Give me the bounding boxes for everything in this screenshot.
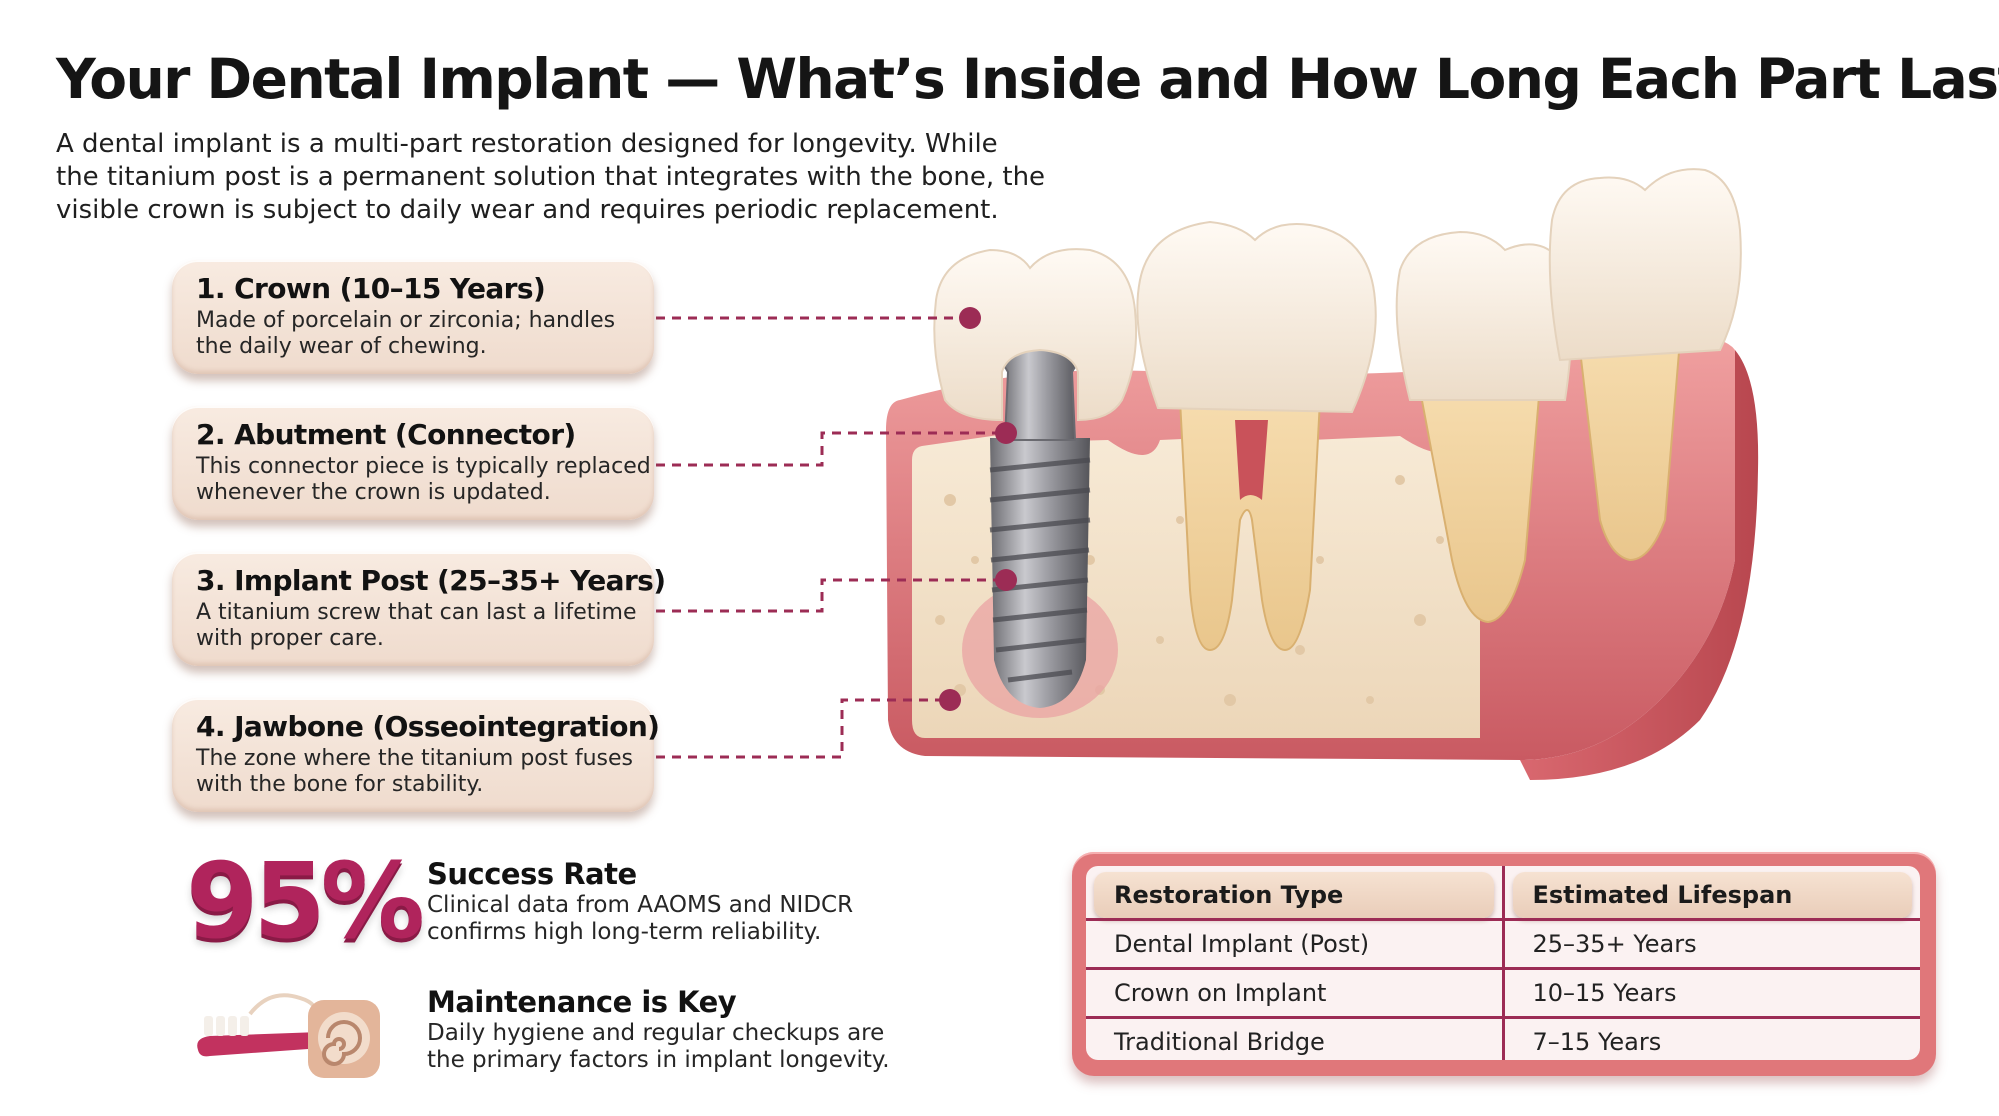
leader-lines — [656, 316, 1006, 759]
jawbone-marker-dot — [939, 689, 961, 711]
success-rate-line: Clinical data from AAOMS and NIDCR — [427, 892, 854, 918]
lifespan-table-frame: Restoration Type Estimated Lifespan Dent… — [1072, 852, 1936, 1076]
success-rate-description: Clinical data from AAOMS and NIDCR confi… — [427, 892, 947, 946]
intro-line: the titanium post is a permanent solutio… — [56, 162, 1046, 192]
natural-tooth-pulp — [1235, 420, 1268, 500]
abutment-marker-dot — [995, 422, 1017, 444]
table-header-row: Restoration Type Estimated Lifespan — [1086, 866, 1920, 920]
table-cell: Dental Implant (Post) — [1086, 918, 1503, 969]
part-description-line: Made of porcelain or zirconia; handles — [196, 308, 616, 333]
part-description-line: the daily wear of chewing. — [196, 334, 487, 359]
success-rate-block: Success Rate Clinical data from AAOMS an… — [427, 856, 947, 946]
success-rate-title: Success Rate — [427, 857, 637, 891]
natural-tooth-root — [1418, 383, 1542, 624]
intro-line: visible crown is subject to daily wear a… — [56, 195, 999, 225]
post-marker-dot — [995, 569, 1017, 591]
table-cell: 7–15 Years — [1501, 1016, 1920, 1060]
jaw-illustration — [886, 168, 1759, 780]
part-description-line: whenever the crown is updated. — [196, 480, 551, 505]
natural-tooth-crown — [1395, 230, 1573, 401]
lifespan-table: Restoration Type Estimated Lifespan Dent… — [1086, 866, 1920, 1060]
part-description: This connector piece is typically replac… — [196, 454, 651, 506]
maintenance-block: Maintenance is Key Daily hygiene and reg… — [427, 984, 947, 1074]
part-card-abutment: 2. Abutment (Connector) This connector p… — [172, 406, 654, 520]
table-cell: Traditional Bridge — [1086, 1016, 1503, 1060]
leader-dots — [939, 307, 1017, 711]
natural-tooth-crown — [1136, 220, 1377, 414]
leader-line-post — [656, 578, 1006, 613]
part-description: The zone where the titanium post fuses w… — [196, 746, 634, 798]
leader-line-abutment — [656, 431, 1006, 467]
table-header: Estimated Lifespan — [1501, 866, 1920, 920]
part-description: Made of porcelain or zirconia; handles t… — [196, 308, 634, 360]
table-row: Dental Implant (Post) 25–35+ Years — [1086, 918, 1920, 969]
natural-tooth-root — [1578, 338, 1682, 562]
success-rate-line: confirms high long-term reliability. — [427, 919, 822, 945]
maintenance-title: Maintenance is Key — [427, 985, 737, 1019]
implant-crown — [933, 248, 1138, 422]
implant-post — [989, 438, 1091, 708]
part-card-crown: 1. Crown (10–15 Years) Made of porcelain… — [172, 260, 654, 374]
crown-marker-dot — [959, 307, 981, 329]
part-title: 2. Abutment (Connector) — [196, 418, 576, 451]
maintenance-description: Daily hygiene and regular checkups are t… — [427, 1020, 947, 1074]
part-card-jawbone: 4. Jawbone (Osseointegration) The zone w… — [172, 698, 660, 812]
part-description-line: This connector piece is typically replac… — [196, 454, 651, 479]
jaw-side — [1520, 350, 1759, 780]
part-description-line: The zone where the titanium post fuses — [196, 746, 633, 771]
maintenance-line: the primary factors in implant longevity… — [427, 1047, 890, 1073]
part-description-line: with proper care. — [196, 626, 384, 651]
table-row: Traditional Bridge 7–15 Years — [1086, 1016, 1920, 1060]
part-title: 4. Jawbone (Osseointegration) — [196, 710, 660, 743]
table-cell: 25–35+ Years — [1501, 918, 1920, 969]
success-rate-value: 95% — [186, 840, 425, 962]
leader-line-jawbone — [656, 698, 950, 759]
page-title: Your Dental Implant — What’s Inside and … — [56, 47, 1999, 111]
table-header: Restoration Type — [1086, 866, 1503, 920]
toothbrush-floss-icon — [197, 993, 380, 1078]
part-title: 1. Crown (10–15 Years) — [196, 272, 546, 305]
part-description: A titanium screw that can last a lifetim… — [196, 600, 637, 652]
natural-tooth-crown — [1548, 168, 1742, 362]
natural-tooth-root — [1178, 399, 1322, 652]
table-cell: 10–15 Years — [1501, 967, 1920, 1018]
part-description-line: with the bone for stability. — [196, 772, 484, 797]
part-title: 3. Implant Post (25–35+ Years) — [196, 564, 666, 597]
table-cell: Crown on Implant — [1086, 967, 1503, 1018]
header-estimated-lifespan: Estimated Lifespan — [1512, 872, 1912, 918]
part-description-line: A titanium screw that can last a lifetim… — [196, 600, 637, 625]
part-card-implant-post: 3. Implant Post (25–35+ Years) A titaniu… — [172, 552, 666, 666]
intro-paragraph: A dental implant is a multi-part restora… — [56, 128, 1056, 227]
maintenance-line: Daily hygiene and regular checkups are — [427, 1020, 885, 1046]
lifespan-table-panel: Restoration Type Estimated Lifespan Dent… — [1086, 866, 1920, 1060]
intro-line: A dental implant is a multi-part restora… — [56, 129, 998, 159]
header-restoration-type: Restoration Type — [1094, 872, 1494, 918]
table-row: Crown on Implant 10–15 Years — [1086, 967, 1920, 1018]
